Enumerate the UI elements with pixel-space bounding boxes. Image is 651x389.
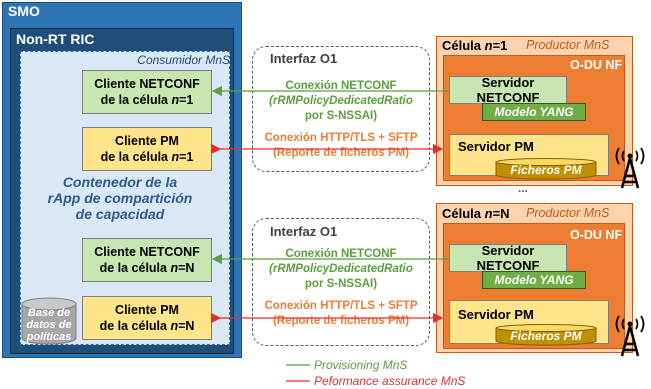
smo-title: SMO [8,3,40,19]
text-part: de la célula [99,261,171,275]
cell-n-producer-label: Productor MnS [526,206,610,220]
text-part: Célula [442,206,485,221]
text-part: n [170,261,179,275]
pm-client-cell-n: Cliente PM de la célula n=N [82,296,212,340]
non-rt-ric-title: Non-RT RIC [16,31,95,47]
db-line-1: Base de [27,307,71,319]
cell-n-yang-model: Modelo YANG [482,271,586,289]
pm-connection-bottom: Conexión HTTP/TLS + SFTP (Reporte de fic… [252,299,430,329]
policy-database-label: Base de datos de políticas [20,305,78,345]
o1-interface-bottom [252,218,430,346]
pm-client-n-line1: Cliente PM [115,303,179,317]
netconf-client-cell-1: Cliente NETCONF de la célula n=1 [82,70,212,114]
cell-1-pm-files-cylinder [495,158,597,180]
db-line-3: políticas [26,331,72,343]
antenna-tower-icon [615,315,645,357]
pm-connection-label: Conexión HTTP/TLS + SFTP [264,300,418,312]
cell-n-odu-title: O-DU NF [570,228,623,242]
pm-connection-label: Conexión HTTP/TLS + SFTP [264,132,418,144]
cell-1-producer-label: Productor MnS [526,38,610,52]
cell-1-title: Célula n=1 [442,38,507,53]
cell-1-odu-title: O-DU NF [570,58,623,72]
text-part: de la célula [99,319,171,333]
netconf-connection-label: Conexión NETCONF [285,248,397,260]
netconf-connection-detail-2: por S-NSSAI) [304,278,378,290]
netconf-connection-top: Conexión NETCONF (rRMPolicyDedicatedRati… [252,79,430,124]
rapp-container-text: Contenedor de la rApp de compartición de… [40,174,200,222]
text-part: =1 [492,38,508,53]
legend-provisioning: Provisioning MnS [314,358,408,372]
text-part: n [171,150,180,164]
text-part: Célula [442,38,485,53]
consumer-mns-label: Consumidor MnS [137,53,230,67]
netconf-connection-detail-1: (rRMPolicyDedicatedRatio [269,95,413,107]
text-part: n [171,93,180,107]
cell-n-netconf-server: Servidor NETCONF [449,243,567,273]
pm-connection-detail: (Reporte de ficheros PM) [272,315,410,327]
pm-client-1-line2: de la célula n=1 [101,149,194,165]
text-part: n [170,319,179,333]
netconf-client-n-line1: Cliente NETCONF [94,245,200,259]
container-line-2: rApp de compartición [47,190,193,206]
pm-connection-top: Conexión HTTP/TLS + SFTP (Reporte de fic… [252,131,430,161]
text-part: =1 [179,150,194,164]
db-line-2: datos de [26,319,72,331]
text-part: =N [492,206,510,221]
container-line-3: de capacidad [75,206,165,222]
pm-client-cell-1: Cliente PM de la célula n=1 [82,127,212,171]
text-part: n [484,38,493,53]
text-part: =N [178,261,195,275]
netconf-client-n-line2: de la célula n=N [100,260,195,276]
netconf-client-1-line1: Cliente NETCONF [94,77,200,91]
cell-1-pm-files-label: Ficheros PM [510,163,582,177]
text-part: =N [178,319,195,333]
text-part: de la célula [100,150,172,164]
o1-interface-bottom-title: Interfaz O1 [270,224,338,239]
netconf-connection-label: Conexión NETCONF [285,80,397,92]
cell-1-yang-model: Modelo YANG [482,103,586,121]
antenna-tower-icon [615,147,645,189]
cells-ellipsis: ... [518,181,529,195]
pm-connection-detail: (Reporte de ficheros PM) [272,147,410,159]
o1-interface-top-title: Interfaz O1 [270,51,338,66]
legend-performance: Peformance assurance MnS [314,374,466,388]
pm-client-1-line1: Cliente PM [115,134,179,148]
cell-1-netconf-server: Servidor NETCONF [449,75,567,105]
cell-n-pm-files-cylinder [495,324,597,346]
cell-n-pm-files-label: Ficheros PM [510,329,582,343]
pm-client-n-line2: de la célula n=N [100,318,195,334]
netconf-connection-detail-1: (rRMPolicyDedicatedRatio [269,263,413,275]
text-part: =1 [179,93,194,107]
database-cylinder-icon [21,297,77,345]
container-line-1: Contenedor de la [62,174,178,190]
netconf-client-1-line2: de la célula n=1 [101,92,194,108]
cell-n-title: Célula n=N [442,206,510,221]
netconf-connection-detail-2: por S-NSSAI) [304,110,378,122]
netconf-connection-bottom: Conexión NETCONF (rRMPolicyDedicatedRati… [252,247,430,292]
netconf-client-cell-n: Cliente NETCONF de la célula n=N [82,238,212,282]
text-part: de la célula [100,93,172,107]
text-part: n [484,206,493,221]
